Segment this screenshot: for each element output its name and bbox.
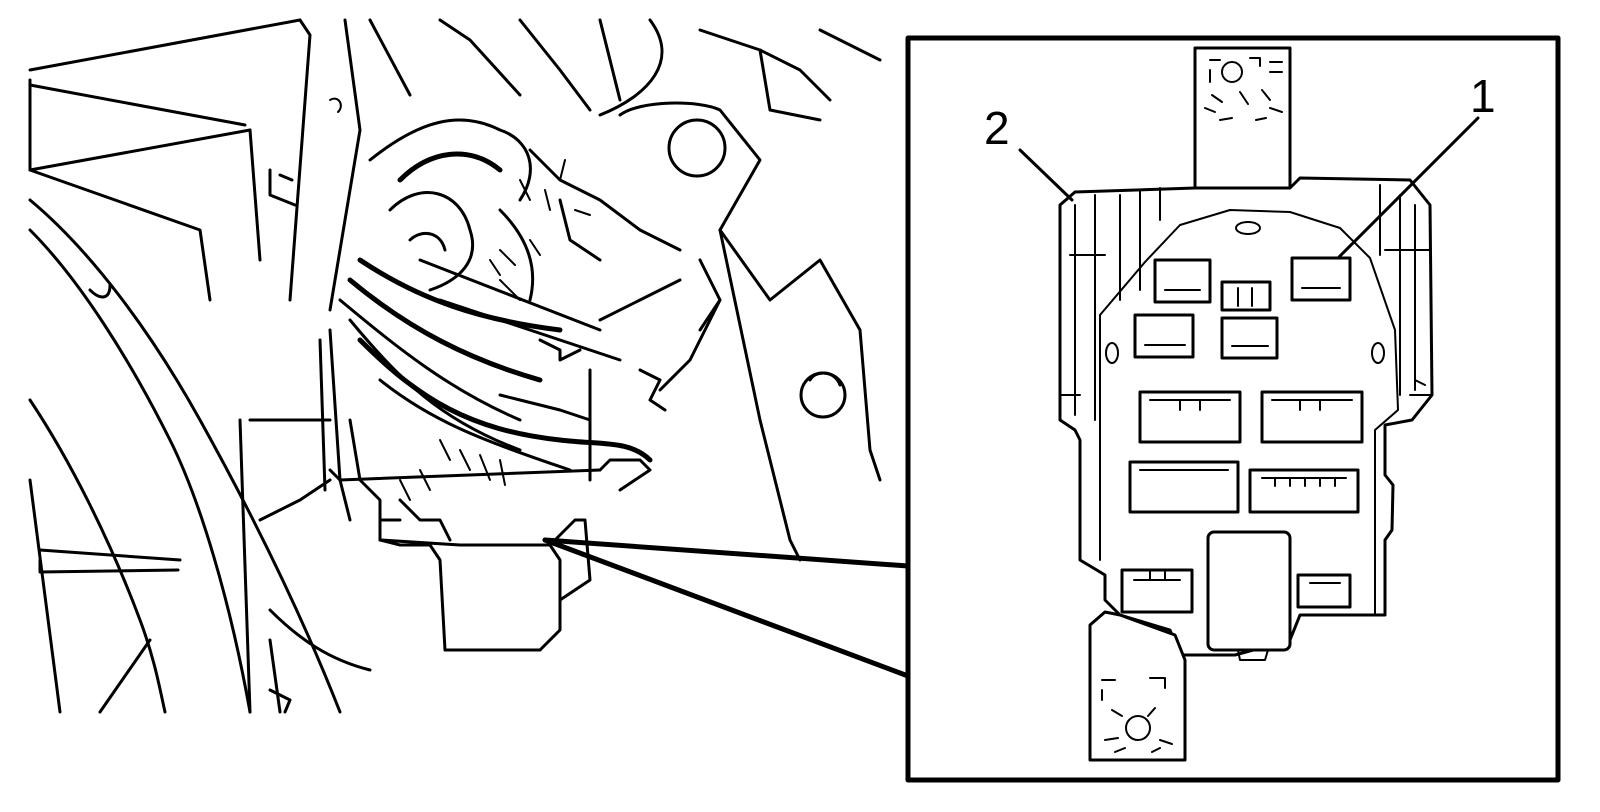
relay-center xyxy=(1220,280,1279,360)
relay-left-upper xyxy=(1153,258,1212,304)
connector-bottom-left xyxy=(1120,568,1194,614)
connector-lower-right xyxy=(1248,468,1360,514)
connector-lower-left xyxy=(1128,460,1240,514)
connector-upper-left xyxy=(1138,390,1242,444)
detail-frame xyxy=(905,35,1561,783)
connector-bottom-right xyxy=(1296,573,1352,609)
fuse-cover xyxy=(1206,530,1292,661)
callout-1-label: 1 xyxy=(1470,70,1496,122)
relay-right-upper xyxy=(1290,256,1352,302)
callout-2-leader xyxy=(1018,148,1074,202)
bottom-mounting-tab xyxy=(1088,610,1187,762)
relay-left-lower xyxy=(1133,313,1195,359)
callout-2-label: 2 xyxy=(984,102,1010,154)
connector-upper-right xyxy=(1260,390,1364,444)
vehicle-overview xyxy=(28,18,882,714)
callout-1-leader xyxy=(1336,116,1480,260)
detail-inset xyxy=(905,35,1561,783)
detail-leader-lines xyxy=(542,537,911,679)
